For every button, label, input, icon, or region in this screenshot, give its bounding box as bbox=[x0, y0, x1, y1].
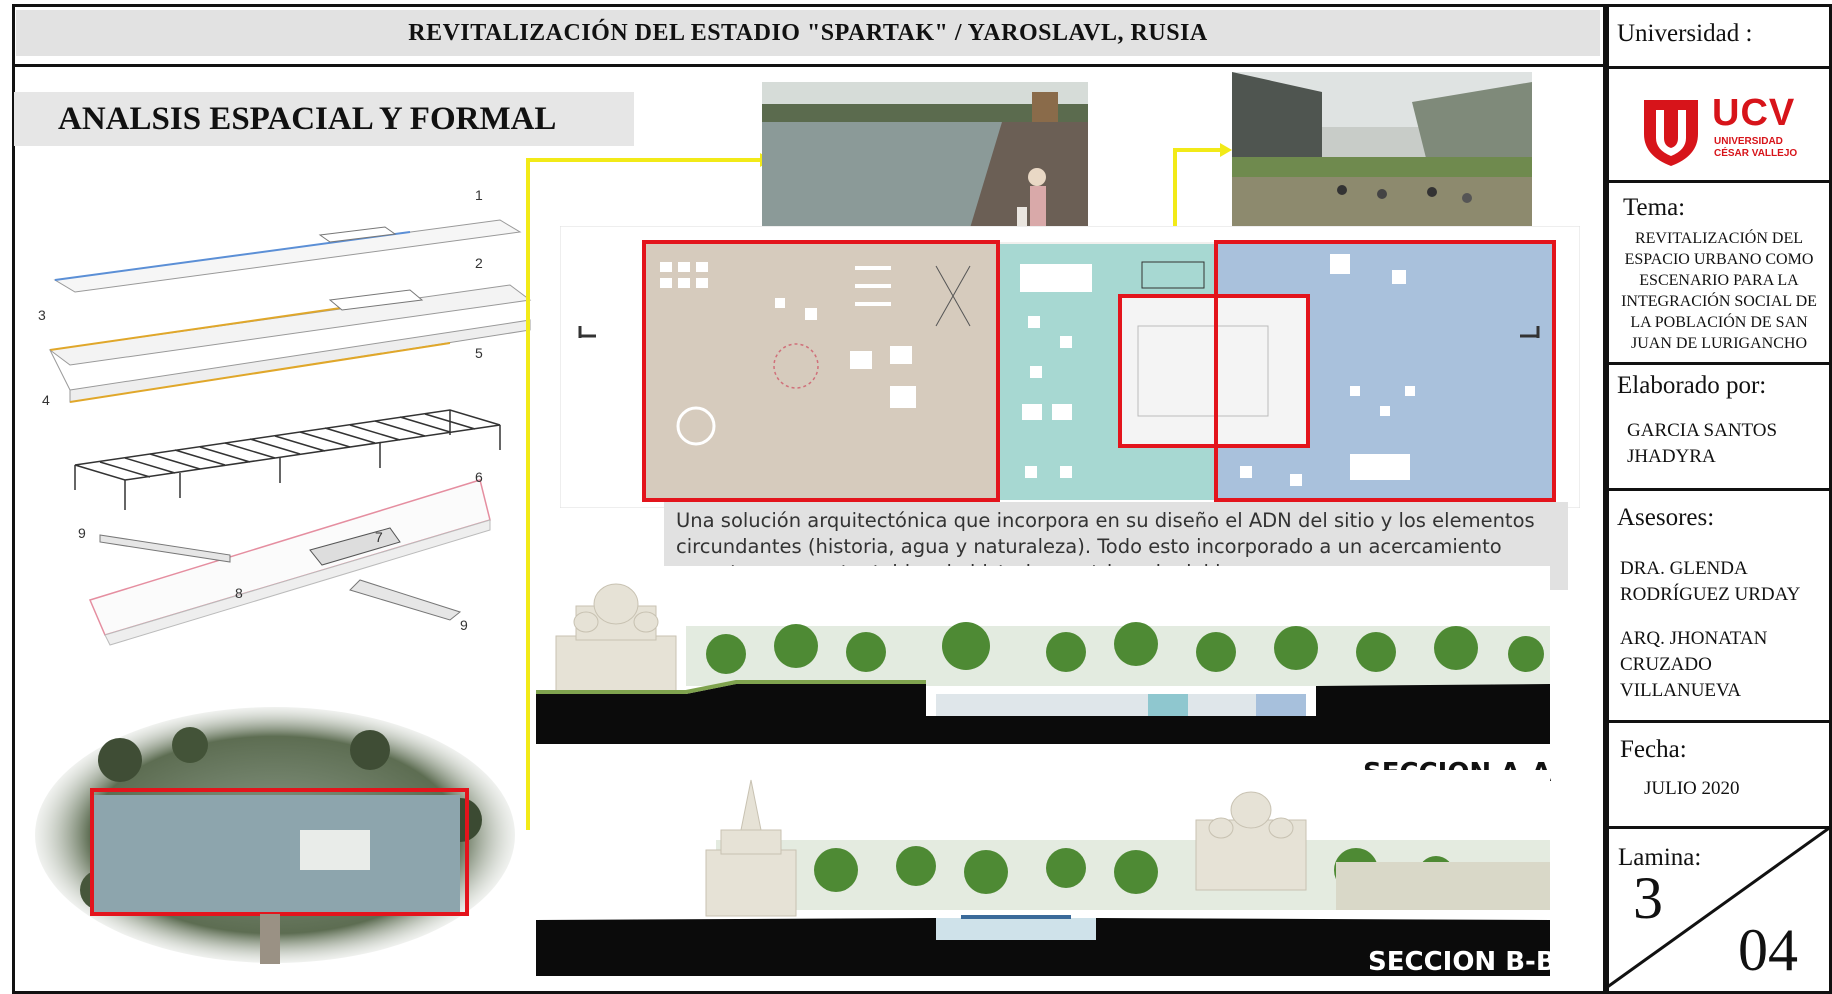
fecha-label: Fecha: bbox=[1620, 736, 1687, 763]
lamina-diagonal bbox=[1606, 826, 1832, 990]
ucv-logo-line2: CÉSAR VALLEJO bbox=[1714, 148, 1798, 159]
structure-layer bbox=[74, 409, 501, 510]
lamina-label: Lamina: bbox=[1618, 844, 1702, 871]
tema-line: ESCENARIO PARA LA bbox=[1639, 272, 1799, 289]
asesores-label: Asesores: bbox=[1617, 504, 1715, 531]
tema-line: LA POBLACIÓN DE SAN bbox=[1630, 314, 1808, 331]
tema-line: REVITALIZACIÓN DEL bbox=[1634, 230, 1803, 247]
sidebar-divider-2 bbox=[1606, 180, 1832, 183]
sidebar-divider-6 bbox=[1606, 826, 1832, 829]
tema-text: REVITALIZACIÓN DEL ESPACIO URBANO COMO E… bbox=[1609, 228, 1829, 354]
elaborado-line: JHADYRA bbox=[1627, 446, 1716, 467]
tema-line: INTEGRACIÓN SOCIAL DE bbox=[1621, 293, 1817, 310]
lamina-number: 3 bbox=[1633, 865, 1663, 931]
elaborado-text: GARCIA SANTOS JHADYRA bbox=[1627, 418, 1777, 470]
fecha-value: JULIO 2020 bbox=[1644, 778, 1740, 799]
sidebar-divider-5 bbox=[1606, 720, 1832, 723]
asesor-1: DRA. GLENDA RODRÍGUEZ URDAY bbox=[1620, 556, 1800, 608]
asesor-2-line: VILLANUEVA bbox=[1620, 680, 1742, 701]
diagram-numbers: 1 2 3 4 5 6 7 8 9 9 bbox=[38, 187, 483, 633]
sidebar-divider-3 bbox=[1606, 362, 1832, 365]
lamina-total: 04 bbox=[1738, 917, 1798, 983]
section-a-church bbox=[555, 583, 677, 701]
asesor-1-line: RODRÍGUEZ URDAY bbox=[1620, 584, 1801, 605]
base-layer bbox=[88, 479, 491, 646]
plan-red-box-left bbox=[642, 240, 1000, 502]
asesor-1-line: DRA. GLENDA bbox=[1620, 558, 1748, 579]
section-b-label: SECCION B-B bbox=[1368, 947, 1556, 977]
label-8: 8 bbox=[235, 585, 243, 601]
label-1: 1 bbox=[475, 187, 483, 203]
label-6: 6 bbox=[475, 469, 483, 485]
asesor-2-line: ARQ. JHONATAN bbox=[1620, 628, 1768, 649]
ucv-shield-icon bbox=[1644, 100, 1698, 166]
section-heading: ANALSIS ESPACIAL Y FORMAL bbox=[14, 92, 634, 146]
section-b-church-left bbox=[705, 779, 797, 917]
label-5: 5 bbox=[475, 345, 483, 361]
roof-layer bbox=[53, 219, 522, 293]
aerial-photo bbox=[35, 707, 515, 964]
axonometric-diagram: 1 2 3 4 5 6 7 8 9 9 bbox=[38, 187, 532, 646]
site-plan bbox=[560, 226, 1580, 508]
water-plaza-photo bbox=[762, 82, 1088, 238]
tema-label: Tema: bbox=[1623, 194, 1686, 221]
ucv-logo-text: UCV bbox=[1712, 92, 1796, 134]
label-9a: 9 bbox=[78, 525, 86, 541]
courtyard-photo bbox=[1232, 72, 1532, 230]
section-b-drawing bbox=[536, 770, 1550, 976]
tema-line: JUAN DE LURIGANCHO bbox=[1631, 335, 1807, 352]
tema-line: ESPACIO URBANO COMO bbox=[1624, 251, 1814, 268]
plan-red-box-right bbox=[1214, 240, 1556, 502]
label-2: 2 bbox=[475, 255, 483, 271]
elaborado-line: GARCIA SANTOS bbox=[1627, 420, 1778, 441]
section-a-drawing bbox=[536, 566, 1550, 744]
asesor-2-line: CRUZADO bbox=[1620, 654, 1712, 675]
asesor-2: ARQ. JHONATAN CRUZADO VILLANUEVA bbox=[1620, 626, 1767, 704]
label-7: 7 bbox=[375, 529, 383, 545]
sheet-title: REVITALIZACIÓN DEL ESTADIO "SPARTAK" / Y… bbox=[16, 10, 1600, 56]
label-9b: 9 bbox=[460, 617, 468, 633]
sidebar-divider-4 bbox=[1606, 488, 1832, 491]
ucv-logo-line1: UNIVERSIDAD bbox=[1714, 136, 1783, 147]
section-b-church-right bbox=[1195, 791, 1307, 891]
label-3: 3 bbox=[38, 307, 46, 323]
elaborado-label: Elaborado por: bbox=[1617, 372, 1767, 399]
label-4: 4 bbox=[42, 392, 50, 408]
title-divider bbox=[12, 64, 1606, 67]
sidebar-divider-1 bbox=[1606, 66, 1832, 69]
university-label: Universidad : bbox=[1617, 20, 1753, 47]
plan-red-box-center bbox=[1118, 294, 1310, 448]
ucv-logo: UCV UNIVERSIDAD CÉSAR VALLEJO bbox=[1640, 92, 1810, 172]
section-a-trees bbox=[706, 622, 1544, 674]
